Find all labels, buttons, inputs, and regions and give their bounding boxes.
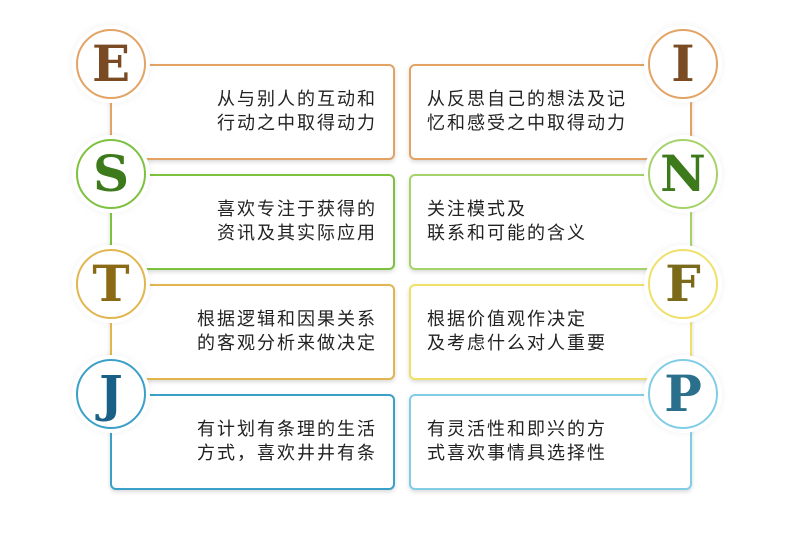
badge-i: I (648, 29, 718, 99)
card-i: 从反思自己的想法及记 忆和感受之中取得动力 (409, 64, 692, 160)
card-e: 从与别人的互动和 行动之中取得动力 (110, 64, 395, 160)
card-f: 根据价值观作决定 及考虑什么对人重要 (409, 284, 692, 380)
badge-n: N (648, 139, 718, 209)
card-s-text: 喜欢专注于获得的 资讯及其实际应用 (217, 199, 377, 244)
card-j: 有计划有条理的生活 方式，喜欢井井有条 (110, 394, 395, 490)
badge-p: P (648, 359, 718, 429)
card-t-text: 根据逻辑和因果关系 的客观分析来做决定 (197, 309, 377, 354)
card-n: 关注模式及 联系和可能的含义 (409, 174, 692, 270)
card-i-text: 从反思自己的想法及记 忆和感受之中取得动力 (427, 89, 627, 134)
badge-e: E (76, 29, 146, 99)
letter-i: I (671, 34, 695, 93)
badge-j: J (76, 359, 146, 429)
card-s: 喜欢专注于获得的 资讯及其实际应用 (110, 174, 395, 270)
letter-n: N (660, 144, 706, 203)
card-p: 有灵活性和即兴的方 式喜欢事情具选择性 (409, 394, 692, 490)
letter-s: S (92, 144, 130, 203)
card-p-text: 有灵活性和即兴的方 式喜欢事情具选择性 (427, 419, 607, 464)
card-f-text: 根据价值观作决定 及考虑什么对人重要 (427, 309, 607, 354)
badge-t: T (76, 249, 146, 319)
letter-p: P (664, 364, 702, 423)
card-j-text: 有计划有条理的生活 方式，喜欢井井有条 (197, 419, 377, 464)
card-t: 根据逻辑和因果关系 的客观分析来做决定 (110, 284, 395, 380)
card-e-text: 从与别人的互动和 行动之中取得动力 (217, 89, 377, 134)
badge-s: S (76, 139, 146, 209)
letter-t: T (92, 254, 130, 313)
letter-f: F (665, 254, 701, 313)
letter-j: J (99, 364, 123, 423)
badge-f: F (648, 249, 718, 319)
card-n-text: 关注模式及 联系和可能的含义 (427, 199, 587, 244)
letter-e: E (91, 34, 131, 93)
